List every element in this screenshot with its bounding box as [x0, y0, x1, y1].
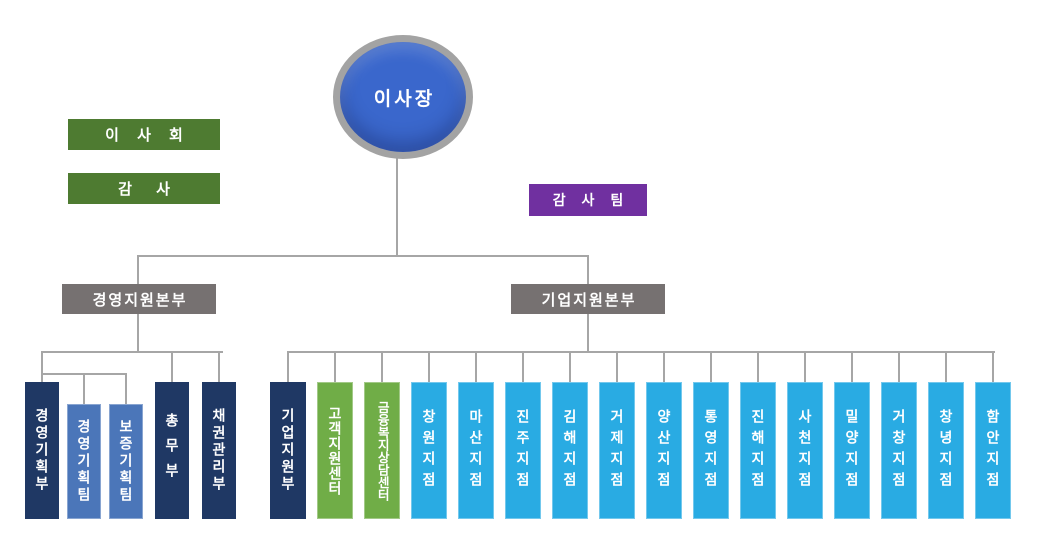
connector-line [171, 351, 173, 382]
branch-label: 양산지점 [656, 408, 672, 493]
branch-box: 진해지점 [740, 382, 776, 519]
dept-box: 총무부 [155, 382, 189, 519]
connector-line [757, 351, 759, 382]
branch-box: 양산지점 [646, 382, 682, 519]
connector-line [663, 351, 665, 382]
branch-label: 김해지점 [562, 408, 578, 493]
connector-line [945, 351, 947, 382]
division-label: 경영지원본부 [92, 291, 188, 309]
chairman-label: 이사장 [373, 88, 436, 110]
connector-line [41, 351, 43, 382]
branch-box: 통영지점 [693, 382, 729, 519]
branch-label: 고객지원센터 [327, 405, 343, 496]
dept-label: 경영기획부 [34, 408, 50, 493]
dept-label: 총무부 [164, 413, 180, 488]
board-label: 이 사 회 [105, 127, 190, 144]
connector-line [428, 351, 430, 382]
dept-box: 경영기획팀 [67, 404, 101, 519]
branch-box: 기업지원부 [270, 382, 306, 519]
connector-line [522, 351, 524, 382]
branch-box: 금융복지상담센터 [364, 382, 400, 519]
branch-label: 사천지점 [797, 408, 813, 493]
branch-box: 거창지점 [881, 382, 917, 519]
division-corporate-support: 기업지원본부 [511, 284, 665, 314]
connector-line [137, 255, 589, 257]
connector-line [137, 255, 139, 284]
connector-line [587, 314, 589, 352]
division-management-support: 경영지원본부 [62, 284, 216, 314]
auditor-label: 감 사 [118, 181, 180, 198]
branch-label: 거제지점 [609, 408, 625, 493]
branch-label: 금융복지상담센터 [375, 400, 390, 501]
dept-box: 채권관리부 [202, 382, 236, 519]
connector-line [334, 351, 336, 382]
dept-box: 경영기획부 [25, 382, 59, 519]
connector-line [616, 351, 618, 382]
branch-box: 마산지점 [458, 382, 494, 519]
branch-label: 거창지점 [891, 408, 907, 493]
branch-box: 진주지점 [505, 382, 541, 519]
branch-box: 사천지점 [787, 382, 823, 519]
dept-label: 보증기획팀 [118, 419, 134, 504]
connector-line [83, 373, 85, 404]
branch-label: 밀양지점 [844, 408, 860, 493]
branch-box: 김해지점 [552, 382, 588, 519]
branch-label: 기업지원부 [280, 408, 296, 493]
board-of-directors-box: 이 사 회 [68, 119, 220, 150]
audit-team-box: 감 사 팀 [529, 184, 647, 216]
branch-label: 통영지점 [703, 408, 719, 493]
branch-box: 함안지점 [975, 382, 1011, 519]
connector-line [218, 351, 220, 382]
branch-label: 함안지점 [985, 408, 1001, 493]
branch-box: 밀양지점 [834, 382, 870, 519]
connector-line [381, 351, 383, 382]
connector-line [851, 351, 853, 382]
branch-label: 진주지점 [515, 408, 531, 493]
connector-line [710, 351, 712, 382]
auditor-box: 감 사 [68, 173, 220, 204]
connector-line [569, 351, 571, 382]
connector-line [396, 158, 398, 256]
connector-line [475, 351, 477, 382]
branch-box: 거제지점 [599, 382, 635, 519]
chairman-node: 이사장 [333, 35, 473, 159]
connector-line [137, 314, 139, 352]
audit-team-label: 감 사 팀 [552, 192, 630, 208]
connector-line [898, 351, 900, 382]
connector-line [287, 351, 289, 382]
dept-label: 경영기획팀 [76, 419, 92, 504]
connector-line [287, 351, 995, 353]
connector-line [992, 351, 994, 382]
connector-line [125, 373, 127, 404]
branch-box: 고객지원센터 [317, 382, 353, 519]
connector-line [587, 255, 589, 284]
connector-line [41, 351, 223, 353]
dept-box: 보증기획팀 [109, 404, 143, 519]
branch-label: 마산지점 [468, 408, 484, 493]
branch-box: 창녕지점 [928, 382, 964, 519]
branch-label: 창녕지점 [938, 408, 954, 493]
connector-line [804, 351, 806, 382]
branch-label: 창원지점 [421, 408, 437, 493]
branch-box: 창원지점 [411, 382, 447, 519]
division-label: 기업지원본부 [541, 291, 637, 309]
branch-label: 진해지점 [750, 408, 766, 493]
dept-label: 채권관리부 [211, 408, 227, 493]
